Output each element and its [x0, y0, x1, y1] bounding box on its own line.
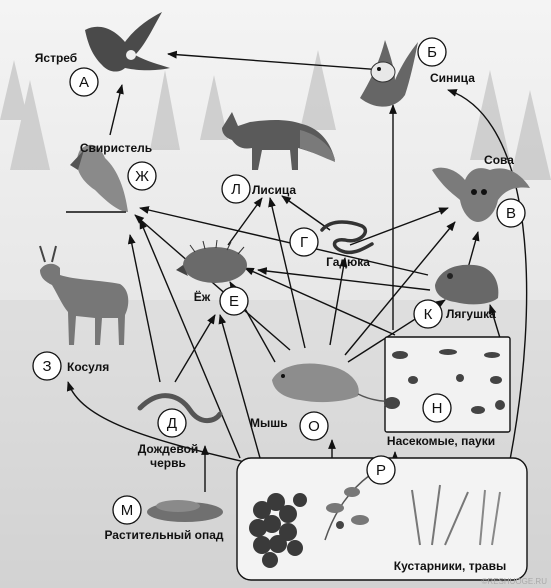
plants-letter: Р	[376, 462, 386, 479]
roe-picture	[39, 245, 129, 345]
hawk-marker: А	[69, 67, 99, 97]
fox-label: Лисица	[252, 183, 296, 197]
arrow-frog-to-waxwing	[139, 206, 429, 276]
arrow-plants-to-roe	[66, 381, 246, 463]
roe-marker: З	[32, 351, 62, 381]
forest-silhouette	[0, 50, 551, 180]
hawk-letter: А	[79, 74, 89, 91]
hedgehog-picture	[176, 239, 247, 283]
arrow-viper-to-owl	[349, 207, 449, 246]
arrow-worm-to-waxwing	[127, 234, 161, 383]
insects-label: Насекомые, пауки	[387, 434, 495, 448]
worm-label-line1: Дождевой	[138, 442, 199, 456]
hedgehog-label: Ёж	[194, 289, 211, 304]
arrow-mouse-to-viper	[329, 257, 348, 346]
fox-letter: Л	[231, 181, 241, 198]
fox-marker: Л	[221, 174, 251, 204]
plants-marker: Р	[366, 455, 396, 485]
owl-marker: В	[496, 198, 526, 228]
litter-letter: М	[121, 502, 134, 519]
arrow-plants-to-waxwing	[139, 219, 241, 459]
arrow-frog-to-hedgehog	[257, 267, 431, 291]
worm-picture	[137, 393, 223, 424]
watermark: ©RESHUOGE.RU	[482, 577, 548, 586]
fox-picture	[222, 112, 335, 170]
hawk-label: Ястреб	[35, 51, 77, 65]
arrow-mouse-to-owl	[344, 221, 456, 356]
viper-marker: Г	[289, 227, 319, 257]
frog-marker: К	[413, 299, 443, 329]
waxwing-letter: Ж	[135, 168, 149, 185]
roe-letter: З	[42, 358, 51, 375]
arrow-insects-to-frog	[488, 304, 501, 339]
arrow-plants-to-hedgehog	[218, 314, 261, 459]
arrow-plants-to-tit	[447, 89, 528, 461]
tit-marker: Б	[417, 37, 447, 67]
hedgehog-marker: Е	[219, 286, 249, 316]
owl-picture	[432, 167, 530, 222]
litter-marker: М	[112, 495, 142, 525]
arrow-viper-to-fox	[281, 195, 331, 231]
insects-picture	[384, 349, 505, 414]
tit-picture	[360, 40, 418, 107]
tit-label: Синица	[430, 71, 475, 85]
arrow-frog-to-owl	[467, 231, 480, 269]
owl-label: Сова	[484, 153, 514, 167]
litter-label: Растительный опад	[104, 528, 223, 542]
plants-label: Кустарники, травы	[394, 559, 506, 573]
plants-picture	[249, 474, 501, 568]
mouse-label: Мышь	[250, 416, 288, 430]
viper-label: Гадюка	[326, 255, 370, 269]
node-labels: Ястреб Синица Свиристель Лисица Сова Гад…	[35, 51, 514, 573]
mouse-letter: О	[308, 418, 320, 435]
viper-picture	[320, 220, 374, 255]
waxwing-marker: Ж	[127, 161, 157, 191]
viper-letter: Г	[300, 234, 308, 251]
arrow-worm-to-hedgehog	[174, 314, 216, 383]
roe-label: Косуля	[67, 360, 109, 374]
worm-letter: Д	[167, 415, 177, 432]
arrow-insects-to-hedgehog	[244, 267, 396, 336]
hawk-picture	[85, 12, 170, 72]
frog-picture	[435, 264, 499, 305]
waxwing-picture	[66, 144, 128, 213]
worm-marker: Д	[157, 408, 187, 438]
owl-letter: В	[506, 205, 516, 222]
litter-picture	[147, 500, 223, 522]
node-markers: А Б Ж Л В Г Е К З Д О Н Р М	[32, 37, 526, 525]
mouse-marker: О	[299, 411, 329, 441]
arrow-waxwing-to-hawk	[109, 84, 124, 136]
arrow-hedgehog-to-fox	[227, 197, 263, 246]
frog-label: Лягушка	[446, 307, 496, 321]
worm-label-line2: червь	[150, 456, 186, 470]
waxwing-label: Свиристель	[80, 141, 152, 155]
tit-letter: Б	[427, 44, 437, 61]
arrow-tit-to-hawk	[167, 50, 384, 71]
hedgehog-letter: Е	[229, 293, 239, 310]
insects-letter: Н	[432, 400, 443, 417]
frog-letter: К	[424, 306, 433, 323]
insects-marker: Н	[422, 393, 452, 423]
